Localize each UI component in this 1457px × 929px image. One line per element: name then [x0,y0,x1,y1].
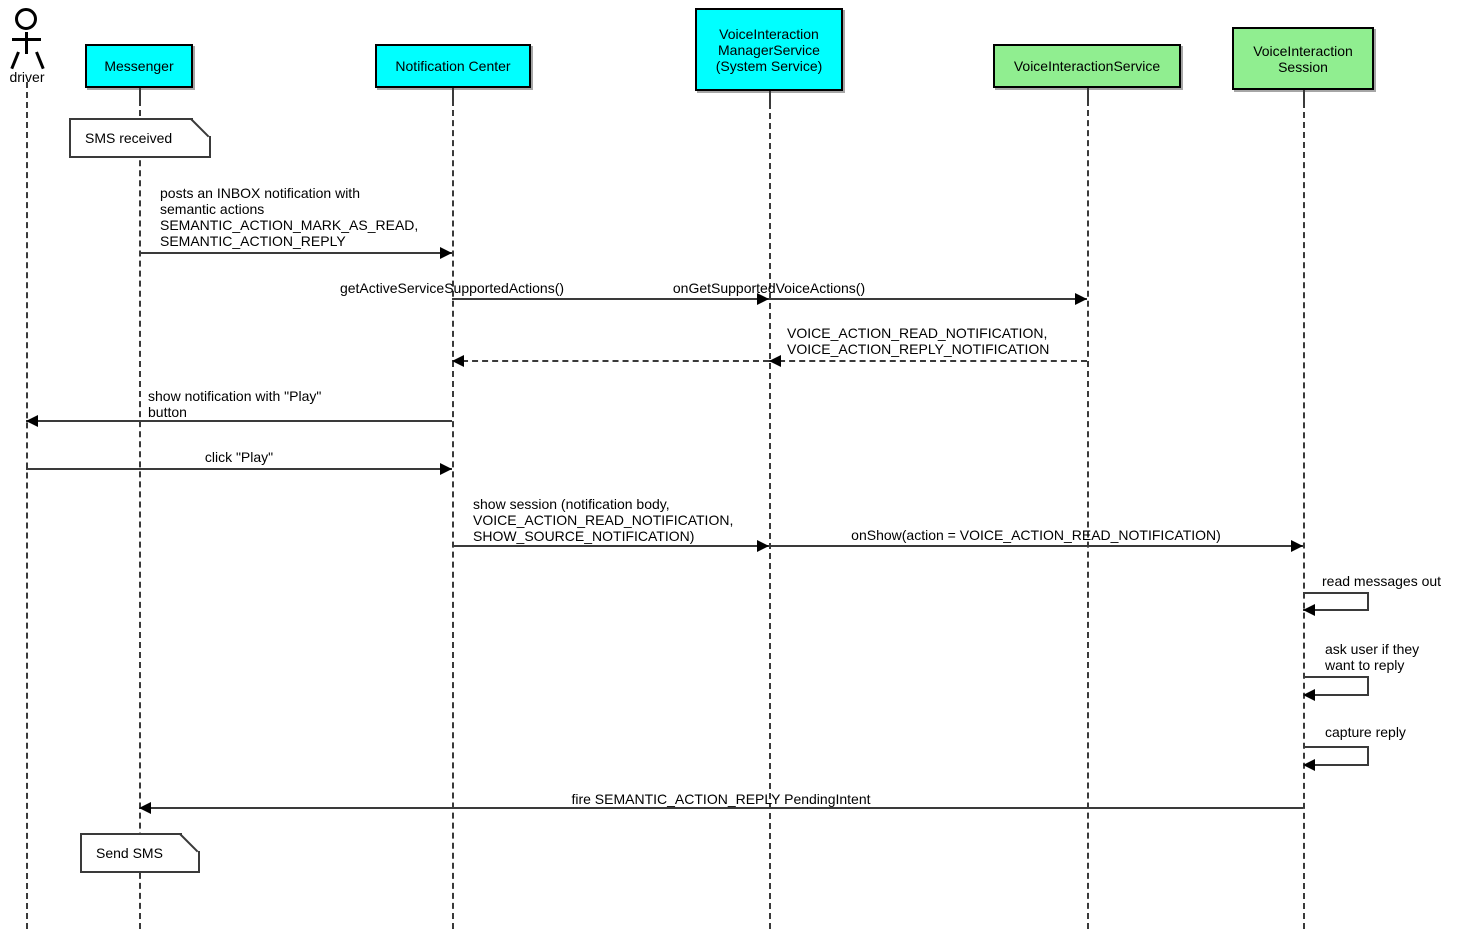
lifeline-stub-vims [769,91,771,103]
self-message-label-s3: capture reply [1325,724,1406,740]
participant-notifcenter[interactable]: Notification Center [375,44,531,88]
message-arrowhead-m4 [769,355,781,367]
lifeline-vis [1087,100,1089,929]
message-line-m7[interactable] [26,468,452,470]
note-top-edge [80,833,182,835]
message-label-m9: onShow(action = VOICE_ACTION_READ_NOTIFI… [851,527,1221,543]
message-label-m8: show session (notification body,VOICE_AC… [473,496,734,544]
participant-label: VoiceInteractionService [1013,58,1161,74]
lifeline-stub-session [1303,90,1305,102]
actor-arms [12,38,41,41]
message-label-m2: getActiveServiceSupportedActions() [339,280,565,296]
participant-label: Messenger [104,58,174,74]
message-line-m8[interactable] [452,545,769,547]
self-message-top-segment [1303,676,1369,678]
self-message-s1[interactable] [1303,592,1369,611]
actor-leg-left [10,51,20,70]
lifeline-notifcenter [452,100,454,929]
self-message-right-segment [1367,746,1369,764]
lifeline-session [1303,102,1305,929]
self-message-label-s1: read messages out [1322,573,1442,589]
message-arrowhead-m7 [440,463,452,475]
self-message-s3[interactable] [1303,746,1369,766]
participant-vis[interactable]: VoiceInteractionService [993,44,1181,88]
message-arrowhead-m1 [440,247,452,259]
self-message-bottom-segment [1303,764,1369,766]
lifeline-stub-notifcenter [452,88,454,100]
note-fold-slant [179,833,199,853]
message-arrowhead-m2 [757,293,769,305]
self-message-top-segment [1303,746,1369,748]
note-right-edge [209,136,211,158]
self-message-arrowhead-s1 [1303,604,1315,616]
lifeline-stub-messenger [139,88,141,100]
note-fold-slant [190,118,210,138]
message-line-m5[interactable] [452,360,769,362]
message-label-m6: show notification with "Play"button [148,388,322,420]
message-arrowhead-m9 [1291,540,1303,552]
message-line-m3[interactable] [769,298,1087,300]
actor-body [25,32,28,54]
lifeline-vims [769,103,771,929]
message-label-m10: fire SEMANTIC_ACTION_REPLY PendingIntent [571,791,871,807]
message-line-m1[interactable] [139,252,452,254]
note-note-send-sms: Send SMS [80,833,200,873]
participant-messenger[interactable]: Messenger [85,44,193,88]
note-right-edge [198,851,200,873]
self-message-arrowhead-s3 [1303,759,1315,771]
message-arrowhead-m8 [757,540,769,552]
lifeline-stub-vis [1087,88,1089,100]
self-message-top-segment [1303,592,1369,594]
note-note-sms-received: SMS received [69,118,211,158]
message-arrowhead-m5 [452,355,464,367]
participant-label: Notification Center [395,58,511,74]
message-arrowhead-m10 [139,802,151,814]
message-label-m7: click "Play" [204,449,274,465]
message-label-m4: VOICE_ACTION_READ_NOTIFICATION,VOICE_ACT… [787,325,1050,357]
self-message-right-segment [1367,592,1369,609]
note-text: Send SMS [96,845,163,861]
message-line-m10[interactable] [139,807,1303,809]
note-text: SMS received [85,130,173,146]
lifeline-driver [26,82,28,929]
actor-leg-right [35,51,45,70]
message-line-m9[interactable] [769,545,1303,547]
note-top-edge [69,118,193,120]
message-line-m4[interactable] [769,360,1087,362]
actor-label: driver [9,69,45,85]
lifeline-messenger [139,100,141,929]
message-label-m3: onGetSupportedVoiceActions() [672,280,866,296]
self-message-bottom-segment [1303,609,1369,611]
message-arrowhead-m3 [1075,293,1087,305]
message-line-m6[interactable] [26,420,452,422]
message-arrowhead-m6 [26,415,38,427]
self-message-right-segment [1367,676,1369,694]
self-message-bottom-segment [1303,694,1369,696]
self-message-s2[interactable] [1303,676,1369,696]
actor-head [15,8,37,30]
message-line-m2[interactable] [452,298,769,300]
self-message-arrowhead-s2 [1303,689,1315,701]
